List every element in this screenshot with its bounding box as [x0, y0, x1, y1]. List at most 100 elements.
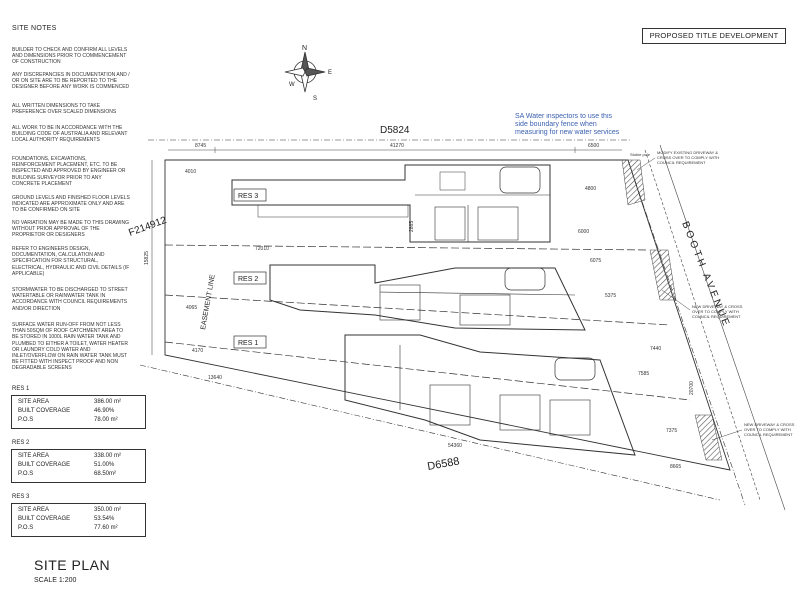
res1-pos-row: P.O.S 78.00 m²: [18, 417, 140, 425]
site-note-1: BUILDER TO CHECK AND CONFIRM ALL LEVELS …: [12, 47, 128, 66]
dim-top-left: 8745: [195, 143, 206, 149]
dim-top-right: 6500: [588, 143, 599, 149]
dim-8665: 8665: [670, 464, 681, 470]
res1-pos-value: 78.00 m²: [94, 417, 118, 423]
dim-4170: 4170: [192, 348, 203, 354]
stobie-pole-label: Stobie pole: [630, 152, 651, 157]
compass-n: N: [302, 45, 307, 52]
d5824-label: D5824: [380, 125, 410, 136]
site-note-7: NO VARIATION MAY BE MADE TO THIS DRAWING…: [12, 220, 129, 239]
dim-top-total: 41270: [390, 143, 404, 149]
dim-54360: 54360: [448, 443, 462, 449]
res1-car-icon: [554, 357, 596, 381]
dim-72010: 72010: [255, 246, 269, 252]
site-note-3: ALL WRITTEN DIMENSIONS TO TAKE PREFERENC…: [12, 103, 117, 116]
res1-crossover-hatch: [694, 414, 723, 461]
res3-coverage-row: BUILT COVERAGE 53.54%: [18, 516, 140, 524]
res2-heading: RES 2: [12, 440, 30, 446]
site-note-2: ANY DISCREPANCIES IN DOCUMENTATION AND /…: [12, 72, 130, 91]
res1-label-box: [233, 335, 267, 349]
scale-label: SCALE 1:200: [34, 577, 77, 584]
res1-coverage-row: BUILT COVERAGE 46.90%: [18, 408, 140, 416]
dim-7375: 7375: [666, 428, 677, 434]
site-note-5: FOUNDATIONS, EXCAVATIONS, REINFORCEMENT …: [12, 156, 126, 187]
res2-building: [269, 264, 586, 331]
dim-left-side: 15825: [144, 251, 150, 265]
site-notes-title: SITE NOTES: [12, 25, 57, 32]
modify-note: MODIFY EXISTING DRIVEWAY & CROSS OVER TO…: [657, 150, 720, 165]
res2-crossover-hatch: [649, 249, 677, 301]
res2-site-area-label: SITE AREA: [18, 453, 50, 459]
new-driveway-note-1: NEW DRIVEWAY & CROSS OVER TO COMPLY WITH…: [692, 304, 743, 319]
res3-site-area-label: SITE AREA: [18, 507, 50, 513]
res3-coverage-label: BUILT COVERAGE: [18, 516, 71, 522]
dim-2865: 2865: [409, 221, 415, 232]
res2-site-area-row: SITE AREA 338.00 m²: [18, 453, 140, 461]
res2-pos-label: P.O.S: [18, 471, 34, 477]
site-note-6: GROUND LEVELS AND FINISHED FLOOR LEVELS …: [12, 195, 130, 214]
res2-pos-row: P.O.S 68.50m²: [18, 471, 140, 479]
site-boundary: 15825: [139, 139, 746, 506]
dim-7440: 7440: [650, 346, 661, 352]
res3-plan-label: RES 3: [238, 193, 258, 200]
res2-site-area-value: 338.00 m²: [94, 453, 122, 459]
proposed-title-box: PROPOSED TITLE DEVELOPMENT: [642, 28, 786, 44]
road-edge-2: [659, 144, 786, 511]
res1-pos-label: P.O.S: [18, 417, 34, 423]
new-driveway-note-2: NEW DRIVEWAY & CROSS OVER TO COMPLY WITH…: [744, 422, 795, 437]
modify-note-text: MODIFY EXISTING DRIVEWAY & CROSS OVER TO…: [657, 150, 720, 165]
res3-building: [231, 164, 551, 243]
res3-pos-value: 77.60 m²: [94, 525, 118, 531]
dim-right-side: 20700: [689, 381, 695, 395]
res3-label-box: [233, 188, 267, 202]
dim-5375: 5375: [605, 293, 616, 299]
res1-coverage-value: 46.90%: [94, 408, 115, 414]
dim-6075: 6075: [590, 258, 601, 264]
res2-plan-label: RES 2: [238, 276, 258, 283]
site-note-9: STORMWATER TO BE DISCHARGED TO STREET WA…: [12, 287, 128, 312]
res2-label-box: [233, 271, 267, 285]
res2-coverage-value: 51.00%: [94, 462, 115, 468]
dim-6000: 6000: [578, 229, 589, 235]
north-compass: N E S W: [284, 45, 332, 102]
water-note-text: SA Water inspectors to use this side bou…: [515, 113, 620, 136]
res1-building: [344, 334, 636, 456]
res3-pos-row: P.O.S 77.60 m²: [18, 525, 140, 533]
new-driveway-2-text: NEW DRIVEWAY & CROSS OVER TO COMPLY WITH…: [744, 422, 795, 437]
dim-4065: 4065: [186, 305, 197, 311]
res3-coverage-value: 53.54%: [94, 516, 115, 522]
res1-heading: RES 1: [12, 386, 30, 392]
dim-4010: 4010: [185, 169, 196, 175]
compass-e: E: [328, 70, 332, 76]
existing-crossover-hatch: [621, 159, 646, 206]
dim-4800: 4800: [585, 186, 596, 192]
site-note-4: ALL WORK TO BE IN ACCORDANCE WITH THE BU…: [12, 125, 128, 144]
res1-site-area-value: 386.00 m²: [94, 399, 122, 405]
road-edge-1: [644, 149, 761, 501]
water-note: SA Water inspectors to use this side bou…: [515, 113, 620, 136]
res1-coverage-label: BUILT COVERAGE: [18, 408, 71, 414]
dim-7585: 7585: [638, 371, 649, 377]
new-driveway-2-leader: [711, 429, 743, 441]
compass-s: S: [313, 96, 317, 102]
site-note-8: REFER TO ENGINEERS DESIGN, DOCUMENTATION…: [12, 246, 130, 277]
site-plan-title: SITE PLAN: [34, 557, 111, 573]
interior-dimensions: 4010 4800 6000 2865 72010 6075 5375 4065…: [185, 169, 695, 470]
new-driveway-1-text: NEW DRIVEWAY & CROSS OVER TO COMPLY WITH…: [692, 304, 743, 319]
res3-site-area-value: 350.00 m²: [94, 507, 122, 513]
res2-pos-value: 68.50m²: [94, 471, 117, 477]
dim-13640: 13640: [208, 375, 222, 381]
res3-car-icon: [499, 166, 541, 194]
res3-pos-label: P.O.S: [18, 525, 34, 531]
site-note-10: SURFACE WATER RUN-OFF FROM NOT LESS THAN…: [12, 322, 128, 372]
modify-note-leader: [636, 157, 656, 171]
res3-site-area-row: SITE AREA 350.00 m²: [18, 507, 140, 515]
res1-site-area-label: SITE AREA: [18, 399, 50, 405]
res1-plan-label: RES 1: [238, 340, 258, 347]
res2-car-icon: [504, 267, 546, 291]
